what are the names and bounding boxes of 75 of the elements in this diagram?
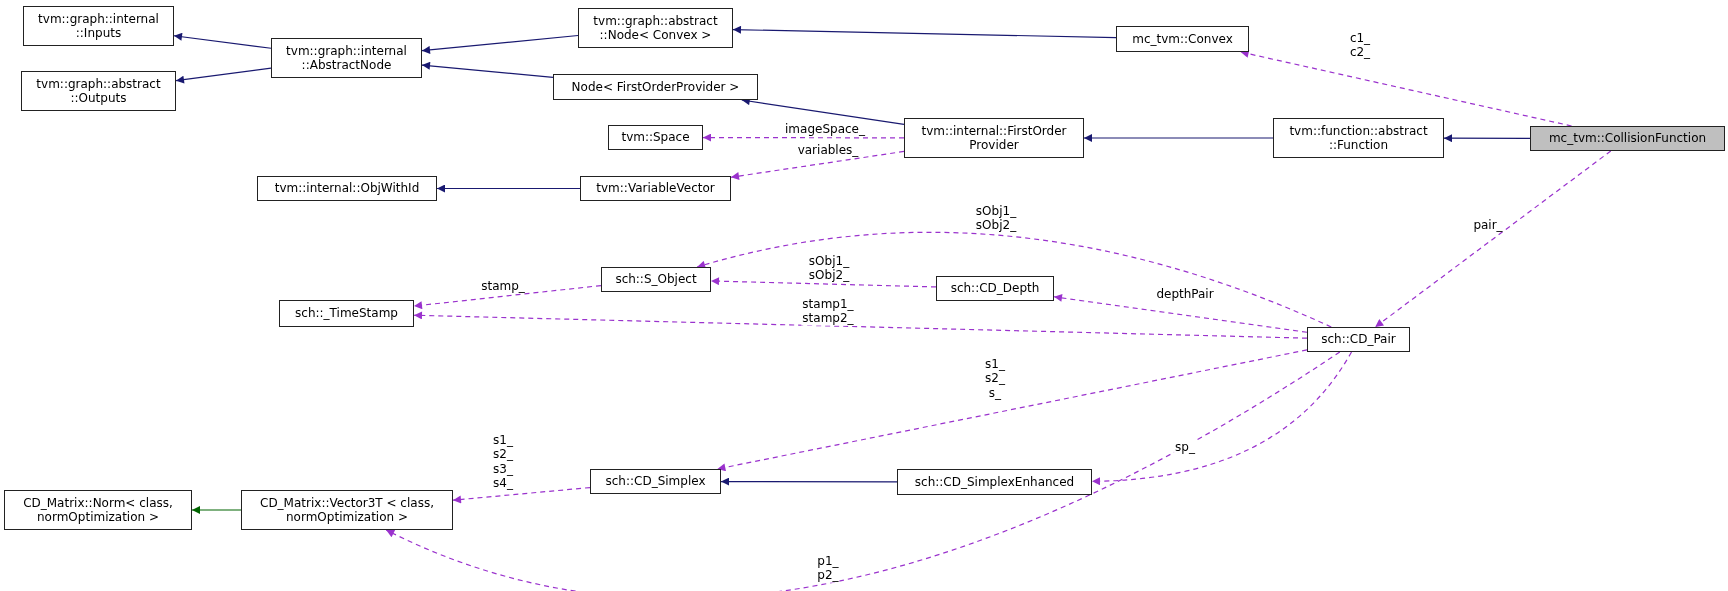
edge-label: s1_ s2_ s3_ s4_	[492, 433, 514, 491]
edge-label: sObj1_ sObj2_	[807, 253, 851, 283]
class-name: mc_tvm::CollisionFunction	[1548, 131, 1707, 146]
edge-label: pair_	[1472, 217, 1504, 233]
class-name: tvm::function::abstract ::Function	[1288, 123, 1429, 153]
arrow	[732, 25, 1117, 39]
class-box	[1116, 26, 1249, 52]
class-name: tvm::graph::abstract ::Node< Convex >	[592, 13, 719, 43]
class-name: sch::CD_Depth	[950, 281, 1040, 296]
edge-label: variables_	[796, 142, 860, 158]
class-box	[1530, 126, 1725, 151]
class-name: Node< FirstOrderProvider >	[571, 79, 740, 95]
arrow	[730, 150, 905, 180]
edge-label: sp_	[1174, 439, 1196, 455]
edge-label: s1_ s2_ s_	[984, 357, 1006, 401]
arrow	[421, 34, 579, 54]
arrow	[1091, 351, 1353, 486]
class-name: tvm::graph::abstract ::Outputs	[35, 76, 162, 106]
class-name: tvm::internal::FirstOrder Provider	[920, 123, 1068, 153]
class-box	[271, 38, 422, 78]
edge-label: imageSpace_	[784, 121, 866, 137]
arrow	[1083, 134, 1274, 142]
arrow	[385, 351, 1341, 591]
arrow	[716, 349, 1308, 472]
class-box	[590, 469, 721, 494]
class-name: tvm::internal::ObjWithId	[274, 181, 420, 196]
class-name: tvm::Space	[621, 130, 690, 145]
class-name: CD_Matrix::Vector3T < class, normOptimization >	[259, 495, 435, 525]
class-box	[4, 490, 192, 530]
class-box	[241, 490, 453, 530]
class-box	[279, 300, 414, 327]
class-name: sch::S_Object	[615, 272, 697, 287]
arrow	[413, 284, 602, 310]
class-box	[578, 8, 733, 48]
arrow	[421, 61, 554, 78]
class-box	[580, 176, 731, 201]
class-name: sch::CD_Simplex	[605, 474, 706, 489]
arrow	[710, 277, 937, 288]
arrow	[436, 184, 581, 193]
edge-label: sObj1_ sObj2_	[974, 203, 1018, 233]
arrow	[175, 67, 272, 84]
edge-label: depthPair	[1155, 286, 1215, 302]
class-box	[936, 276, 1054, 301]
class-box	[608, 125, 703, 150]
class-name: sch::_TimeStamp	[295, 306, 398, 321]
class-box	[1273, 118, 1444, 158]
arrow	[173, 32, 272, 49]
class-name: mc_tvm::Convex	[1132, 31, 1233, 47]
arrow	[191, 506, 242, 514]
edge-label: p1_ p2_	[816, 553, 840, 583]
class-box	[897, 469, 1092, 495]
arrow	[696, 232, 1332, 328]
arrow	[720, 477, 898, 486]
arrow	[1443, 134, 1531, 143]
class-box	[904, 118, 1084, 158]
class-box	[601, 267, 711, 292]
arrow	[413, 311, 1308, 339]
arrow	[702, 133, 905, 142]
class-box	[257, 176, 437, 201]
class-name: tvm::VariableVector	[596, 181, 715, 196]
edge-label: stamp1_ stamp2_	[801, 296, 855, 326]
class-box	[1307, 327, 1410, 352]
class-name: tvm::graph::internal ::Inputs	[37, 11, 160, 41]
arrow	[1374, 150, 1612, 328]
class-box	[21, 71, 176, 111]
arrow	[452, 486, 591, 504]
class-name: tvm::graph::internal ::AbstractNode	[285, 43, 408, 73]
class-name: sch::CD_Pair	[1321, 332, 1396, 347]
class-name: sch::CD_SimplexEnhanced	[914, 474, 1075, 490]
class-box	[553, 74, 758, 100]
arrow	[1053, 293, 1308, 333]
class-name: CD_Matrix::Norm< class, normOptimization >	[22, 495, 174, 525]
edge-label: stamp_	[480, 278, 526, 294]
class-box	[23, 6, 174, 46]
edge-label: c1_ c2_	[1348, 30, 1372, 60]
